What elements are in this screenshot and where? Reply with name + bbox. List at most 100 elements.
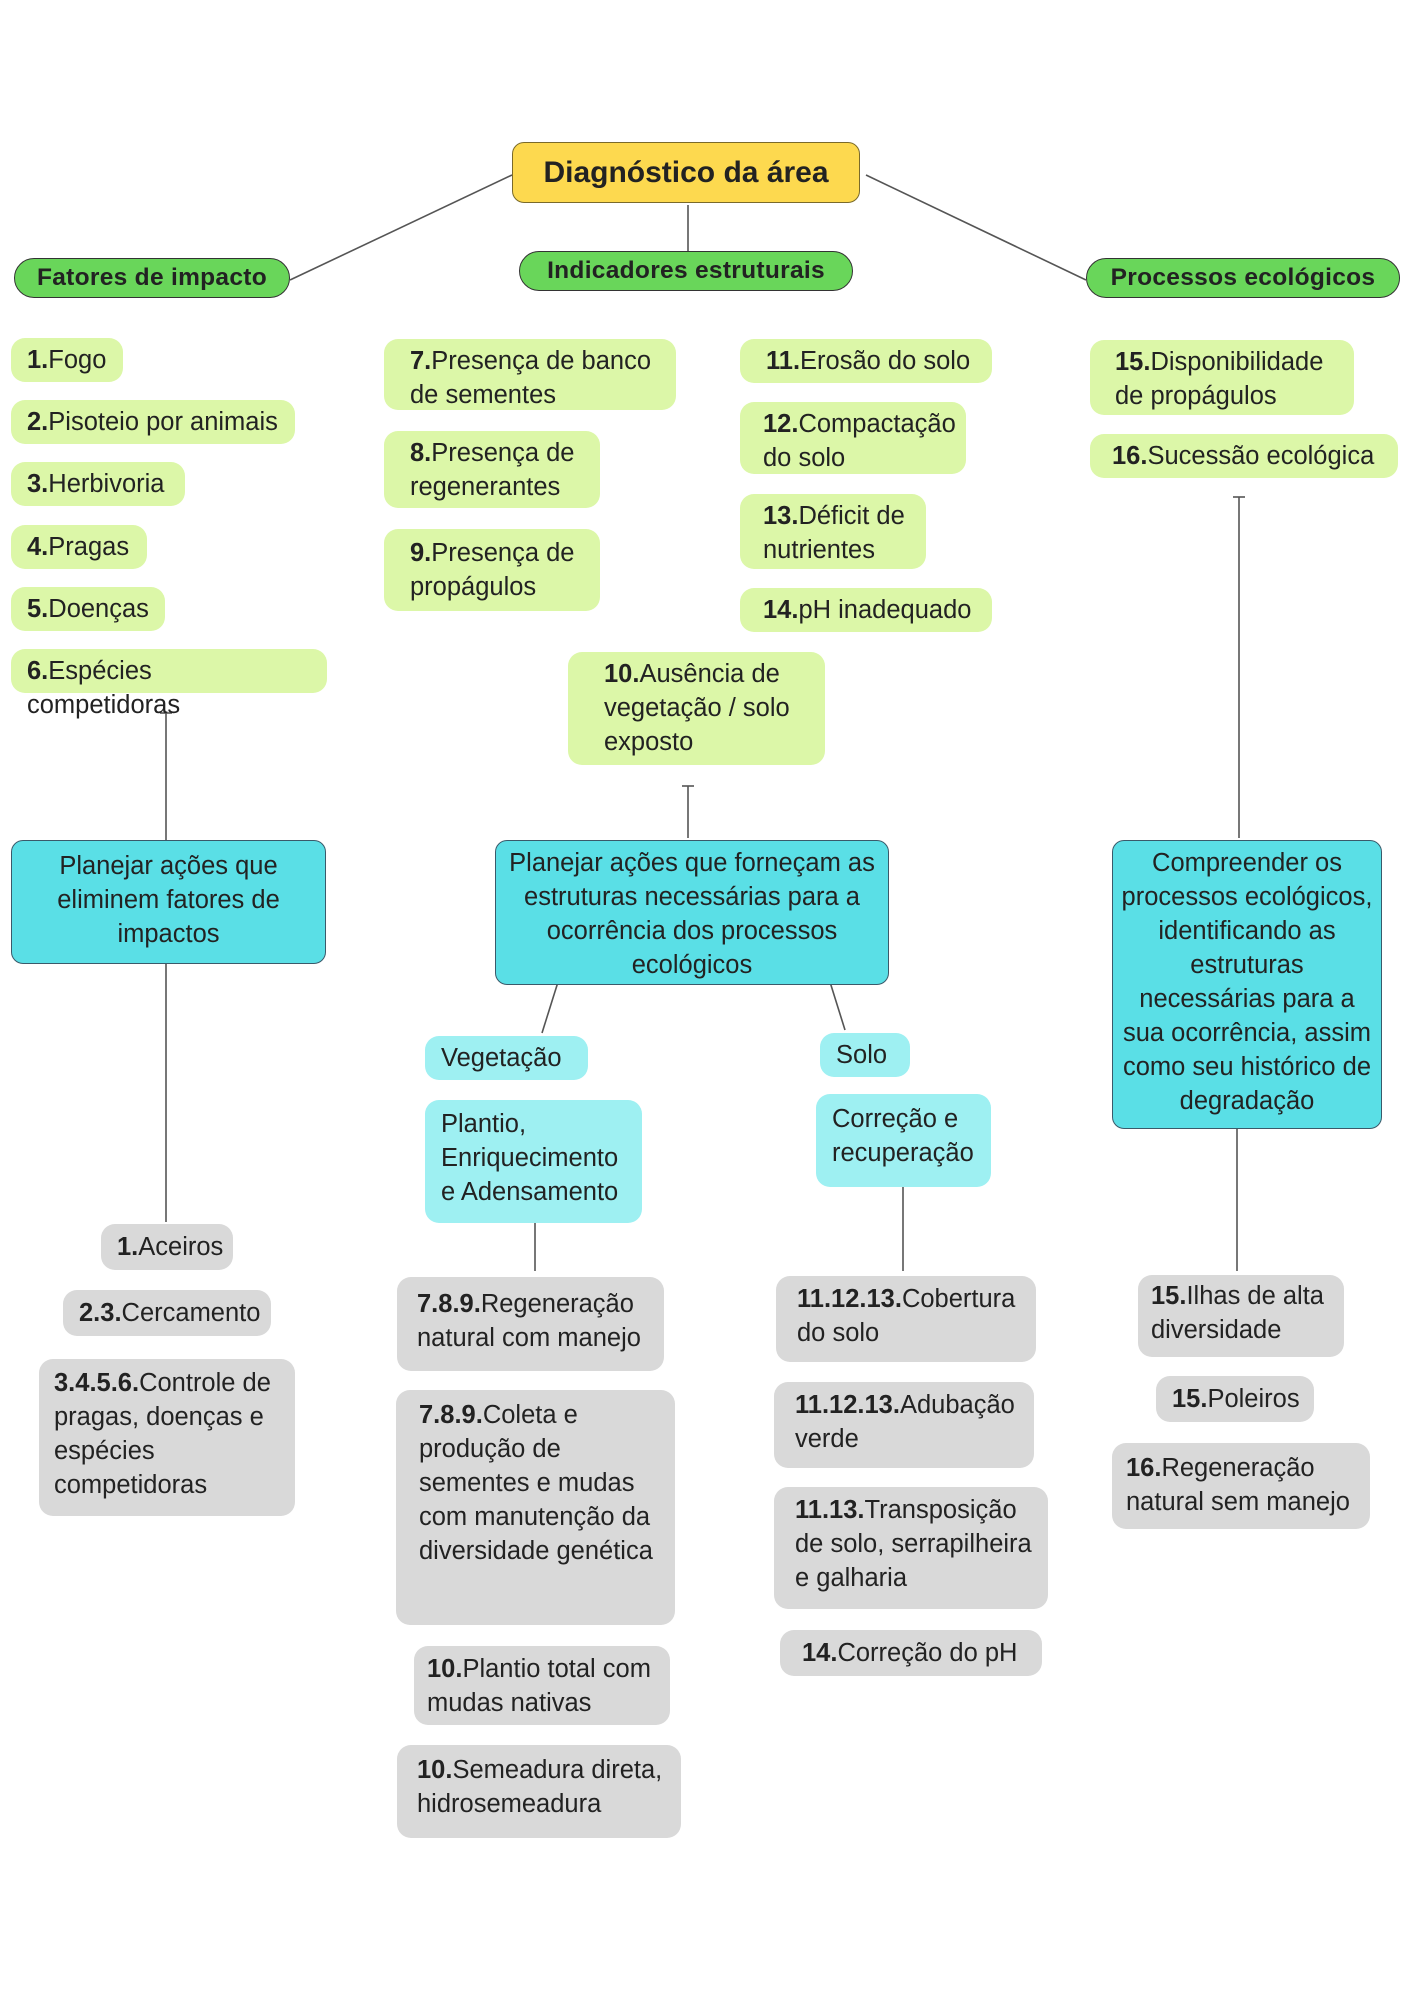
- vegetation-action: 10.Semeadura direta, hidrosemeadura: [397, 1745, 681, 1838]
- action-number: 15.: [1172, 1385, 1208, 1413]
- impact-action: 3.4.5.6.Controle de pragas, doenças e es…: [39, 1359, 295, 1516]
- category-processes: Processos ecológicos: [1086, 258, 1400, 298]
- root-label: Diagnóstico da área: [543, 156, 829, 189]
- item-text: pH inadequado: [798, 596, 972, 624]
- process-item: 15.Disponibilidade de propágulos: [1090, 340, 1354, 415]
- action-number: 7.8.9.: [419, 1401, 483, 1429]
- item-text: Sucessão ecológica: [1147, 442, 1375, 470]
- structural-item: 12.Compactação do solo: [740, 402, 966, 474]
- impact-item: 2.Pisoteio por animais: [11, 400, 295, 444]
- vegetation-action: 7.8.9.Regeneração natural com manejo: [397, 1277, 664, 1371]
- branch-vegetation-label: Vegetação: [441, 1044, 562, 1072]
- item-text: Pragas: [48, 533, 130, 561]
- action-text: Poleiros: [1207, 1385, 1300, 1413]
- branch-soil-desc: Correção e recuperação: [816, 1094, 991, 1187]
- branch-vegetation-desc: Plantio, Enriquecimento e Adensamento: [425, 1100, 642, 1223]
- item-number: 12.: [763, 410, 799, 438]
- structural-item: 7.Presença de banco de sementes: [384, 339, 676, 410]
- action-text: Correção do pH: [837, 1639, 1018, 1667]
- structural-item: 11.Erosão do solo: [740, 339, 992, 383]
- action-number: 2.3.: [79, 1299, 122, 1327]
- item-text: Presença de propágulos: [410, 539, 575, 601]
- item-number: 3.: [27, 470, 49, 498]
- process-action: 15.Ilhas de alta diversidade: [1138, 1275, 1344, 1357]
- item-number: 9.: [410, 539, 432, 567]
- plan-structural-text: Planejar ações que forneçam as estrutura…: [509, 849, 875, 979]
- soil-action: 11.12.13.Cobertura do solo: [776, 1276, 1036, 1362]
- structural-item: 10.Ausência de vegetação / solo exposto: [568, 652, 825, 765]
- action-text: Transposição de solo, serrapilheira e ga…: [795, 1496, 1032, 1592]
- action-number: 3.4.5.6.: [54, 1369, 140, 1397]
- process-item: 16.Sucessão ecológica: [1090, 434, 1398, 478]
- impact-item: 4.Pragas: [11, 525, 147, 569]
- structural-item: 13.Déficit de nutrientes: [740, 494, 926, 569]
- soil-action: 11.13.Transposição de solo, serrapilheir…: [774, 1487, 1048, 1609]
- category-impact-label: Fatores de impacto: [36, 264, 268, 291]
- impact-action: 2.3.Cercamento: [63, 1290, 271, 1336]
- action-number: 7.8.9.: [417, 1290, 481, 1318]
- item-text: Ausência de vegetação / solo exposto: [604, 660, 790, 756]
- action-text: Ilhas de alta diversidade: [1151, 1282, 1324, 1344]
- branch-soil-desc-text: Correção e recuperação: [832, 1105, 974, 1167]
- action-text: Cercamento: [121, 1299, 261, 1327]
- item-number: 13.: [763, 502, 799, 530]
- category-structural-label: Indicadores estruturais: [547, 257, 825, 284]
- category-processes-label: Processos ecológicos: [1110, 264, 1376, 291]
- branch-soil-label: Solo: [836, 1041, 888, 1069]
- action-text: Coleta e produção de sementes e mudas co…: [419, 1401, 653, 1565]
- impact-item: 6.Espécies competidoras: [11, 649, 327, 719]
- impact-item: 5.Doenças: [11, 587, 165, 631]
- branch-vegetation: Vegetação: [425, 1036, 588, 1080]
- item-number: 6.: [27, 657, 49, 685]
- structural-item: 9.Presença de propágulos: [384, 529, 600, 611]
- plan-processes-text: Compreender os processos ecológicos, ide…: [1121, 849, 1373, 1115]
- impact-action: 1.Aceiros: [101, 1224, 233, 1270]
- item-number: 10.: [604, 660, 640, 688]
- item-text: Doenças: [48, 595, 149, 623]
- action-number: 10.: [427, 1655, 463, 1683]
- item-number: 14.: [763, 596, 799, 624]
- item-text: Fogo: [48, 346, 107, 374]
- plan-structural: Planejar ações que forneçam as estrutura…: [495, 840, 889, 985]
- soil-action: 11.12.13.Adubação verde: [774, 1382, 1034, 1468]
- action-text: Controle de pragas, doenças e espécies c…: [54, 1369, 271, 1499]
- action-number: 15.: [1151, 1282, 1187, 1310]
- branch-soil: Solo: [820, 1033, 910, 1077]
- item-number: 5.: [27, 595, 49, 623]
- action-number: 11.12.13.: [795, 1391, 900, 1419]
- action-text: Regeneração natural sem manejo: [1126, 1454, 1350, 1516]
- action-text: Adubação verde: [795, 1391, 1015, 1453]
- item-number: 7.: [410, 347, 432, 375]
- root-node: Diagnóstico da área: [512, 142, 860, 203]
- item-text: Presença de banco de sementes: [410, 347, 652, 409]
- item-number: 11.: [766, 347, 801, 375]
- action-text: Plantio total com mudas nativas: [427, 1655, 651, 1717]
- action-text: Semeadura direta, hidrosemeadura: [417, 1756, 663, 1818]
- item-text: Espécies competidoras: [27, 657, 181, 719]
- item-number: 1.: [27, 346, 49, 374]
- item-number: 8.: [410, 439, 432, 467]
- vegetation-action: 7.8.9.Coleta e produção de sementes e mu…: [396, 1390, 675, 1625]
- action-number: 1.: [117, 1233, 139, 1261]
- action-number: 11.12.13.: [797, 1285, 902, 1313]
- item-number: 15.: [1115, 348, 1151, 376]
- plan-impact: Planejar ações que eliminem fatores de i…: [11, 840, 326, 964]
- item-text: Disponibilidade de propágulos: [1115, 348, 1324, 410]
- structural-item: 8.Presença de regenerantes: [384, 431, 600, 508]
- item-text: Compactação do solo: [763, 410, 956, 472]
- action-number: 10.: [417, 1756, 453, 1784]
- soil-action: 14.Correção do pH: [780, 1630, 1042, 1676]
- item-number: 2.: [27, 408, 49, 436]
- action-number: 14.: [802, 1639, 838, 1667]
- impact-item: 3.Herbivoria: [11, 462, 185, 506]
- branch-vegetation-desc-text: Plantio, Enriquecimento e Adensamento: [441, 1110, 619, 1206]
- process-action: 16.Regeneração natural sem manejo: [1112, 1443, 1370, 1529]
- vegetation-action: 10.Plantio total com mudas nativas: [414, 1646, 670, 1725]
- item-text: Pisoteio por animais: [48, 408, 278, 436]
- action-text: Cobertura do solo: [797, 1285, 1016, 1347]
- action-number: 11.13.: [795, 1496, 865, 1524]
- item-text: Erosão do solo: [800, 347, 971, 375]
- category-impact: Fatores de impacto: [14, 258, 290, 298]
- plan-impact-text: Planejar ações que eliminem fatores de i…: [57, 852, 280, 948]
